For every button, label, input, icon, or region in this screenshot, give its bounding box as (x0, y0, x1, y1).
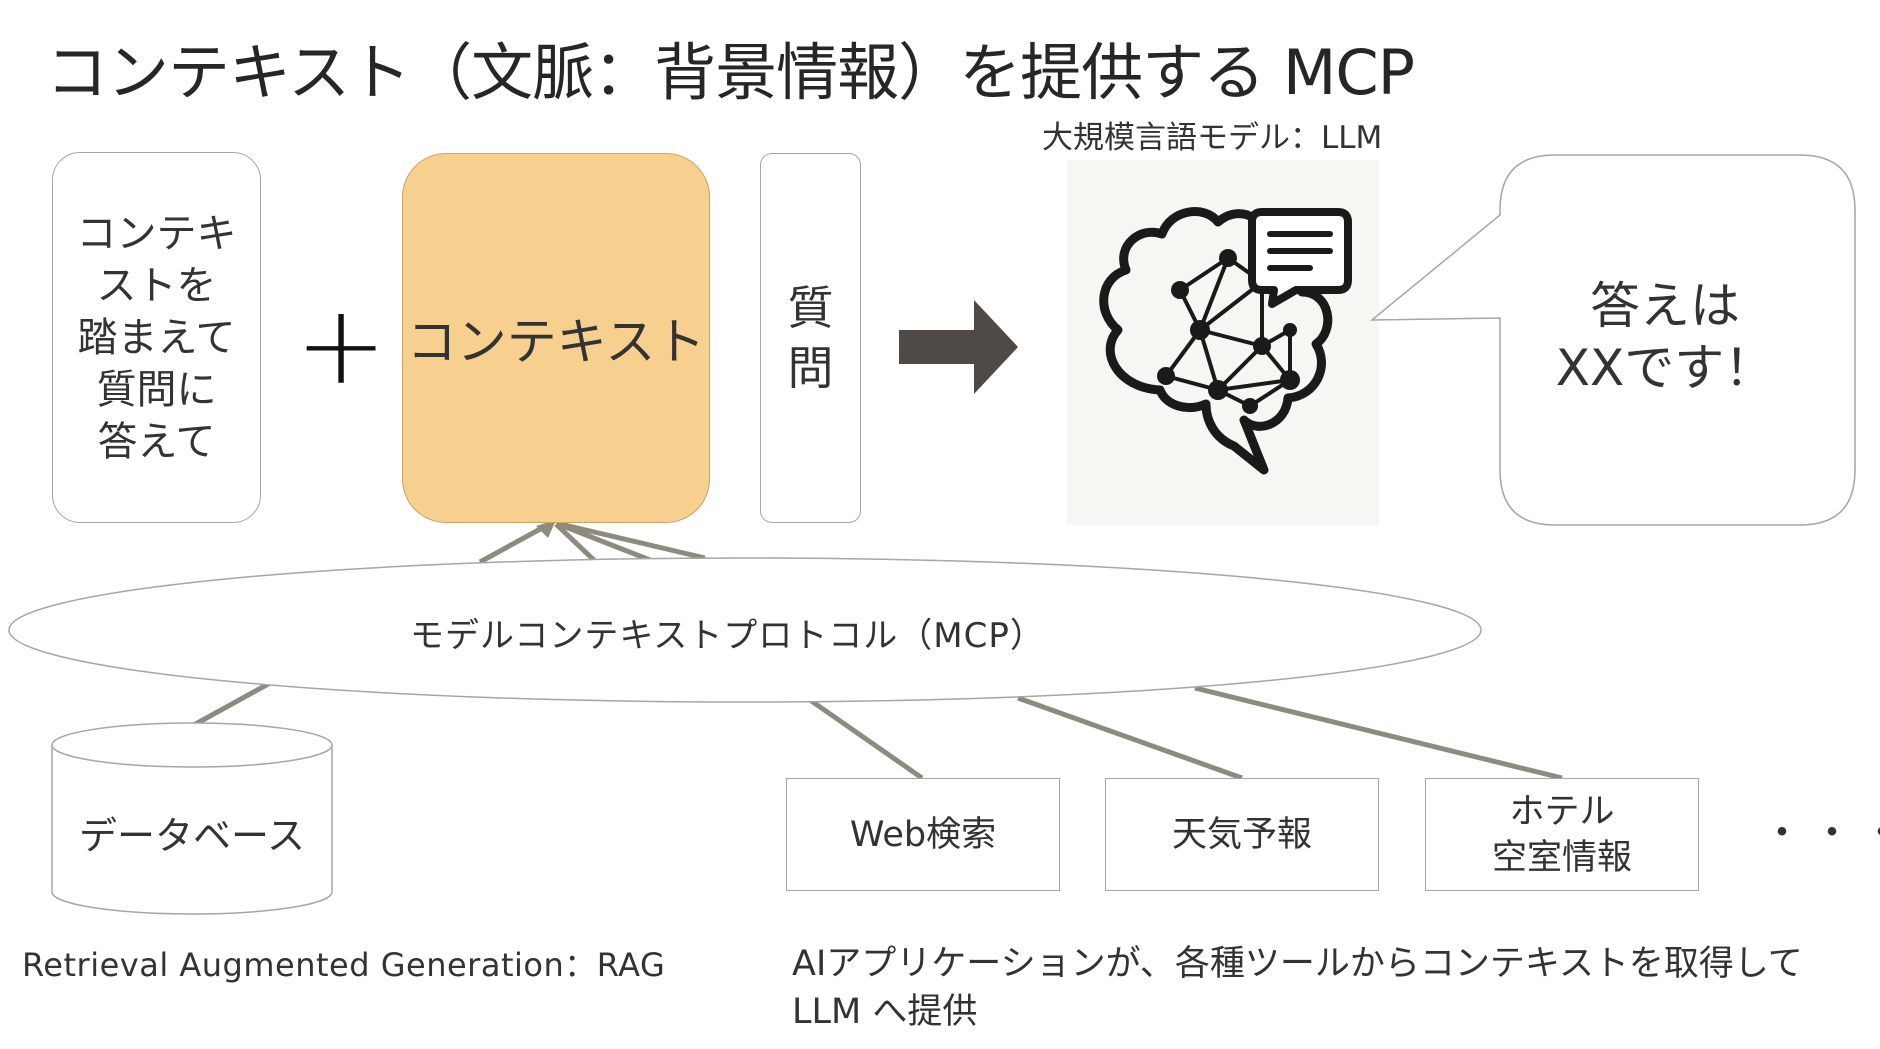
llm-label: 大規模言語モデル：LLM (1042, 120, 1383, 156)
answer-text: 答えは XXです！ (1555, 277, 1775, 397)
context-label: コンテキスト (406, 313, 706, 371)
more-ellipsis: ・・・ (1762, 810, 1880, 856)
tool-label: 天気予報 (1171, 814, 1312, 855)
mcp-to-context-arrows (478, 519, 706, 565)
plus-icon: + (295, 281, 388, 409)
tool-web-search: Web検索 (786, 778, 1060, 891)
answer-speech-bubble (1369, 154, 1856, 526)
tool-label: Web検索 (849, 814, 997, 855)
mcp-label: モデルコンテキストプロトコル（MCP） (410, 616, 1045, 656)
question-label: 質 問 (787, 281, 834, 395)
description-caption: AIアプリケーションが、各種ツールからコンテキストを取得して LLM へ提供 (792, 944, 1803, 1032)
tool-weather: 天気予報 (1105, 778, 1379, 891)
chat-bubble-icon (1248, 208, 1352, 308)
tool-label: ホテル 空室情報 (1491, 791, 1632, 878)
mcp-connectors (190, 680, 1563, 781)
mcp-ellipse (8, 557, 1482, 703)
rag-caption: Retrieval Augmented Generation：RAG (22, 946, 666, 984)
database-label: データベース (78, 814, 306, 858)
prompt-note-box: コンテキ ストを 踏まえて 質問に 答えて (52, 152, 261, 523)
database-cylinder (51, 722, 333, 915)
tool-hotel-availability: ホテル 空室情報 (1425, 778, 1699, 891)
prompt-note-text: コンテキ ストを 踏まえて 質問に 答えて (76, 210, 237, 465)
context-box: コンテキスト (402, 153, 710, 523)
page-title: コンテキスト（文脈：背景情報）を提供する MCP (46, 36, 1415, 109)
question-box: 質 問 (760, 153, 861, 523)
arrowhead-icon (536, 520, 556, 538)
right-arrow-icon (899, 300, 1018, 394)
